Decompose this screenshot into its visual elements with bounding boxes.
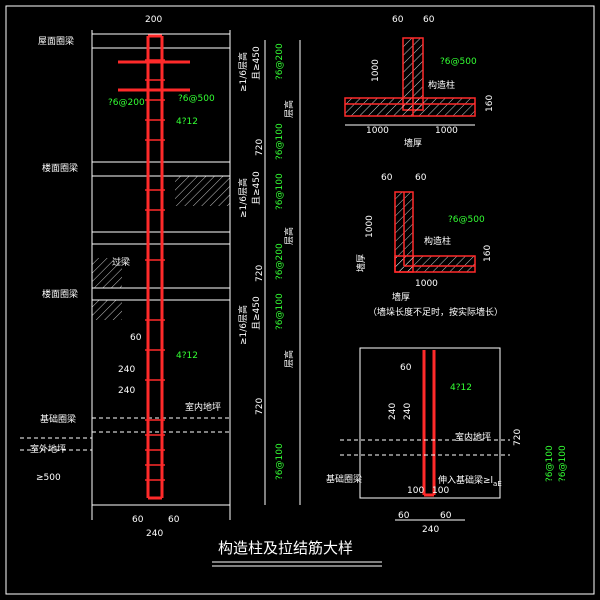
wall-thickness-2: 墙厚 (355, 254, 367, 272)
anchor-note: 伸入基础梁≥laE (438, 474, 502, 488)
rebar-r12: ?6@500 (440, 57, 477, 67)
dim-60i: 60 (398, 511, 410, 521)
roof-ring-beam-label: 屋面圈梁 (38, 35, 74, 47)
dim-60g: 60 (415, 173, 427, 183)
dim-720d: 720 (513, 429, 523, 446)
dim-160a: 160 (485, 95, 495, 112)
dim-top-200: 200 (145, 15, 162, 25)
vnote-n2: ≥1/6层高 (237, 178, 249, 218)
dim-60b: 60 (168, 515, 180, 525)
l-wall-leg (394, 255, 476, 273)
rebar-r4: 4?12 (176, 351, 198, 361)
rebar-r2: ?6@200 (108, 98, 145, 108)
dim-720b: 720 (255, 265, 265, 282)
wall-hatch-1 (175, 176, 230, 206)
drawing-title: 构造柱及拉结筋大样 (218, 539, 353, 557)
rebar-r7: ?6@200 (275, 43, 285, 80)
dim-1000c: 1000 (435, 126, 458, 136)
dim-1000b: 1000 (366, 126, 389, 136)
drawing-frame (5, 5, 595, 595)
vnote-n5: 层高 (283, 227, 295, 245)
indoor-ground-label: 室内地坪 (185, 401, 221, 413)
outdoor-ground-label: 室外地坪 (30, 443, 66, 455)
floor-ring-beam-label-1: 楼面圈梁 (42, 162, 78, 174)
dim-60f: 60 (381, 173, 393, 183)
dim-720c: 720 (255, 398, 265, 415)
foundation-ring-beam-label-2: 基础圈梁 (326, 473, 362, 485)
dim-60j: 60 (440, 511, 452, 521)
dim-1000e: 1000 (415, 279, 438, 289)
rebar-r6: ?6@100 (275, 123, 285, 160)
rebar-r9: ?6@200 (275, 243, 285, 280)
dim-60e: 60 (423, 15, 435, 25)
anchor-note-sub: aE (493, 480, 502, 488)
column-elevation (20, 30, 301, 520)
wall-length-note: （墙垛长度不足时，按实际墙长） (368, 306, 503, 318)
column-label-2: 构造柱 (424, 235, 451, 247)
t-wall-flange (344, 97, 476, 117)
stirrups (145, 59, 165, 481)
dim-240b: 240 (118, 386, 135, 396)
rebar-r8: ?6@100 (275, 173, 285, 210)
rebar-r5: 4?12 (450, 383, 472, 393)
dim-60h: 60 (400, 363, 412, 373)
vnote-n3b: 且≥450 (251, 296, 262, 330)
vnote-n4: 层高 (283, 100, 295, 118)
dim-240a: 240 (118, 365, 135, 375)
vnote-n6: 层高 (283, 350, 295, 368)
lintel-label: 过梁 (112, 256, 130, 268)
wall-thickness-3: 墙厚 (392, 291, 410, 303)
rebar-r15: ?6@100 (558, 445, 568, 482)
wall-hatch-2 (92, 258, 122, 288)
anchor-note-main: 伸入基础梁≥l (438, 474, 493, 486)
floor-ring-beam-label-2: 楼面圈梁 (42, 288, 78, 300)
wall-hatch-3 (92, 300, 122, 320)
rebar-r3: 4?12 (176, 117, 198, 127)
dim-1000d: 1000 (365, 215, 375, 238)
rebar-r10: ?6@100 (275, 293, 285, 330)
indoor-ground-label-2: 室内地坪 (455, 431, 491, 443)
dim-60a: 60 (132, 515, 144, 525)
t-junction-plan (344, 37, 476, 126)
dim-240d: 240 (388, 403, 398, 420)
foundation-detail (340, 347, 510, 499)
dim-60c: 60 (130, 333, 142, 343)
rebar-r11: ?6@100 (275, 443, 285, 480)
dim-1000a: 1000 (371, 59, 381, 82)
dim-240c: 240 (146, 529, 163, 539)
dim-500: ≥500 (36, 473, 61, 483)
foundation-ring-beam-label: 基础圈梁 (40, 413, 76, 425)
vnote-n2b: 且≥450 (251, 171, 262, 205)
vnote-n1: ≥1/6层高 (237, 52, 249, 92)
vnote-n1b: 且≥450 (251, 46, 262, 80)
vnote-n3: ≥1/6层高 (237, 305, 249, 345)
dim-240f: 240 (422, 525, 439, 535)
column-label-1: 构造柱 (428, 79, 455, 91)
rebar-r1: ?6@500 (178, 94, 215, 104)
wall-thickness-1: 墙厚 (404, 137, 422, 149)
dim-160b: 160 (483, 245, 493, 262)
rebar-r13: ?6@500 (448, 215, 485, 225)
dim-100b: 100 (432, 486, 449, 496)
dim-240e: 240 (403, 403, 413, 420)
dim-720a: 720 (255, 139, 265, 156)
dim-60d: 60 (392, 15, 404, 25)
rebar-r14: ?6@100 (545, 445, 555, 482)
dim-100a: 100 (407, 486, 424, 496)
l-corner-plan (394, 191, 476, 273)
